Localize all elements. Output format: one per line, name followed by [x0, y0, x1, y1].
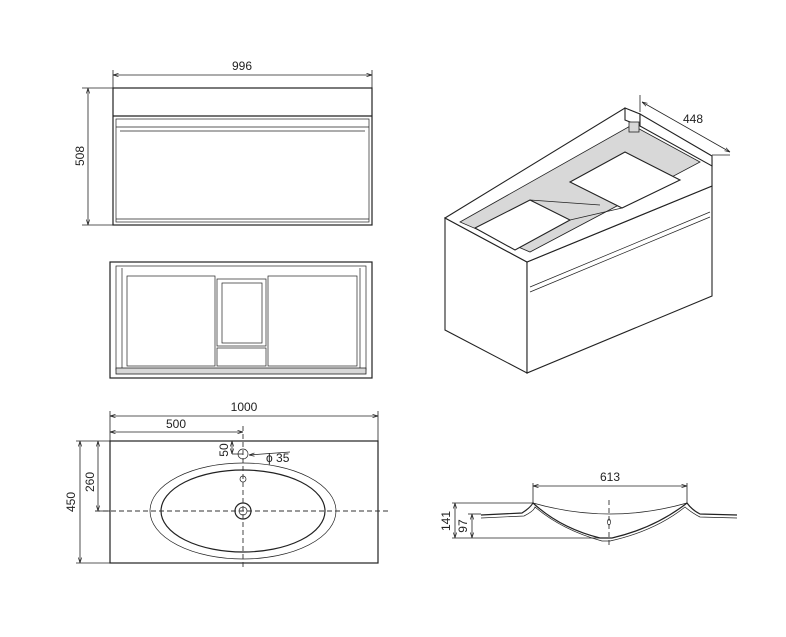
- bowl-depth-dimension: 97: [456, 519, 470, 533]
- iso-depth-dimension: 448: [683, 112, 703, 126]
- basin-half-width-dimension: 500: [166, 417, 186, 431]
- front-view: 996 508: [73, 59, 373, 226]
- tap-offset-dimension: 50: [217, 443, 231, 457]
- drain-offset-dimension: 260: [83, 472, 97, 492]
- basin-section-view: 613 141 97: [439, 470, 738, 548]
- isometric-view: 448: [443, 95, 730, 374]
- section-height-dimension: 141: [439, 511, 453, 531]
- basin-depth-dimension: 450: [64, 492, 78, 512]
- bowl-width-dimension: 613: [600, 470, 620, 484]
- top-view: [109, 261, 373, 379]
- front-height-dimension: 508: [73, 146, 87, 166]
- basin-plan-view: 1000 500 450 260 50 ϕ 35: [64, 400, 390, 570]
- front-width-dimension: 996: [232, 59, 252, 73]
- tap-hole-dimension: ϕ 35: [266, 451, 290, 465]
- basin-width-dimension: 1000: [231, 400, 258, 414]
